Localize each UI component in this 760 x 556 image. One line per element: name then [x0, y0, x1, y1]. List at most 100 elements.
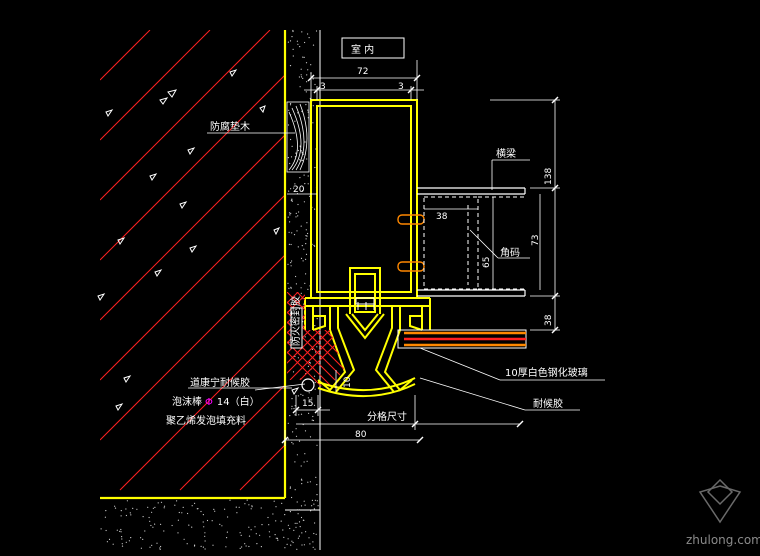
plaster-dot [314, 325, 316, 327]
plaster-dot [246, 499, 248, 501]
plaster-dot [176, 500, 178, 502]
plaster-dot [296, 509, 298, 511]
plaster-dot [315, 351, 317, 353]
plaster-dot [303, 500, 305, 502]
plaster-dot [120, 528, 122, 531]
plaster-dot [224, 508, 226, 510]
plaster-dot [305, 104, 307, 106]
plaster-dot [296, 230, 298, 232]
plaster-dot [300, 292, 302, 294]
plaster-dot [305, 62, 308, 64]
plaster-dot [105, 529, 107, 532]
plaster-dot [302, 519, 304, 521]
foam-rod [301, 378, 315, 392]
plaster-dot [313, 404, 316, 406]
plaster-dot [302, 394, 304, 396]
plaster-dot [300, 257, 303, 259]
dim-3-left: 3 [320, 82, 326, 92]
plaster-dot [274, 534, 276, 536]
plaster-dot [267, 516, 269, 519]
plaster-dot [301, 31, 303, 33]
plaster-dot [316, 484, 318, 486]
plaster-dot [300, 68, 302, 70]
plaster-dot [163, 530, 165, 532]
plaster-dot [307, 397, 309, 399]
plaster-dot [305, 235, 307, 237]
plaster-dot [291, 260, 293, 262]
plaster-dot [300, 505, 303, 507]
plaster-dot [108, 538, 111, 541]
concrete-aggregate [97, 69, 300, 411]
plaster-dot [136, 508, 138, 510]
plaster-dot [130, 514, 132, 516]
plaster-dot [202, 514, 204, 516]
crossbeam-label: 横梁 [496, 147, 516, 160]
phi-symbol: Φ [205, 397, 213, 408]
plaster-dot [304, 183, 306, 185]
plaster-dot [125, 514, 127, 517]
plaster-dot [290, 103, 292, 105]
plaster-dot [182, 506, 184, 508]
grid-size-label: 分格尺寸 [367, 410, 407, 423]
foam-rod-prefix: 泡沫棒 [172, 395, 202, 408]
plaster-dot [149, 520, 151, 522]
plaster-dot [289, 486, 291, 488]
plaster-dot [229, 499, 231, 501]
plaster-dot [100, 528, 102, 530]
plaster-dot [206, 519, 209, 522]
plaster-dot [307, 183, 309, 185]
plaster-dot [160, 545, 162, 548]
plaster-dot [287, 41, 289, 43]
plaster-dot [187, 512, 189, 515]
mullion-inner-detail [355, 297, 375, 310]
plaster-dot [297, 203, 299, 206]
plaster-dot [294, 461, 296, 463]
plaster-dot [301, 245, 303, 247]
plaster-dot [260, 507, 262, 509]
plaster-dot [275, 537, 277, 539]
plaster-dot [311, 397, 313, 399]
plaster-dot [255, 533, 257, 535]
plaster-dot [244, 543, 246, 545]
plaster-dot [295, 212, 297, 214]
plaster-dot [295, 216, 297, 218]
plaster-dot [245, 545, 247, 547]
plaster-dot [239, 532, 241, 534]
plaster-dot [295, 275, 297, 278]
plaster-dot [289, 65, 292, 67]
plaster-dot [298, 509, 300, 511]
foam-rod-suffix: 14（白） [217, 395, 260, 408]
plaster-dot [212, 544, 214, 546]
plaster-dot [312, 105, 314, 107]
plaster-dot [149, 546, 151, 548]
plaster-dot [315, 476, 317, 478]
plaster-dot [305, 229, 307, 231]
plaster-dot [163, 507, 165, 509]
pe-filler-label: 聚乙烯发泡填充料 [166, 414, 246, 427]
plaster-dot [305, 243, 307, 245]
plaster-dot [140, 547, 142, 549]
plaster-dot [260, 546, 262, 548]
dim-3-right: 3 [398, 82, 404, 92]
plaster-dot [183, 538, 185, 540]
plaster-dot [291, 540, 293, 542]
dim-10: 10 [343, 376, 353, 388]
plaster-dot [314, 388, 316, 390]
plaster-dot [126, 500, 128, 502]
plaster-dot [313, 503, 315, 505]
wall-hatch [100, 30, 285, 491]
plaster-dot [121, 543, 123, 545]
plaster-dot [297, 215, 299, 217]
plaster-dot [291, 200, 293, 202]
plaster-dot [301, 190, 304, 192]
plaster-dot [226, 537, 228, 539]
plaster-dot [306, 222, 308, 224]
plaster-dot [297, 537, 299, 539]
plaster-dot [194, 502, 196, 504]
plaster-dot [248, 526, 250, 528]
plaster-dot [306, 235, 308, 237]
plaster-dot [273, 500, 275, 502]
plaster-dot [300, 465, 302, 467]
